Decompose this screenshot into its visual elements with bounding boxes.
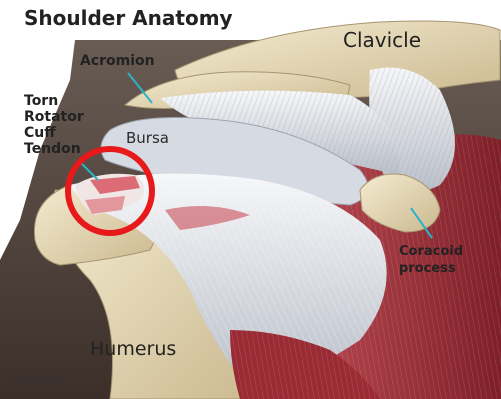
bursa-label: Bursa <box>126 131 169 146</box>
coracoid-process-label: Coracoid process <box>399 243 463 277</box>
copyright-notice: ©MMG 2001 <box>6 377 66 386</box>
acromion-label: Acromion <box>80 54 155 68</box>
torn-rotator-cuff-tendon-label: Torn Rotator Cuff Tendon <box>24 93 84 157</box>
humerus-label: Humerus <box>90 340 176 359</box>
clavicle-label: Clavicle <box>343 30 421 50</box>
diagram-title: Shoulder Anatomy <box>24 8 233 28</box>
